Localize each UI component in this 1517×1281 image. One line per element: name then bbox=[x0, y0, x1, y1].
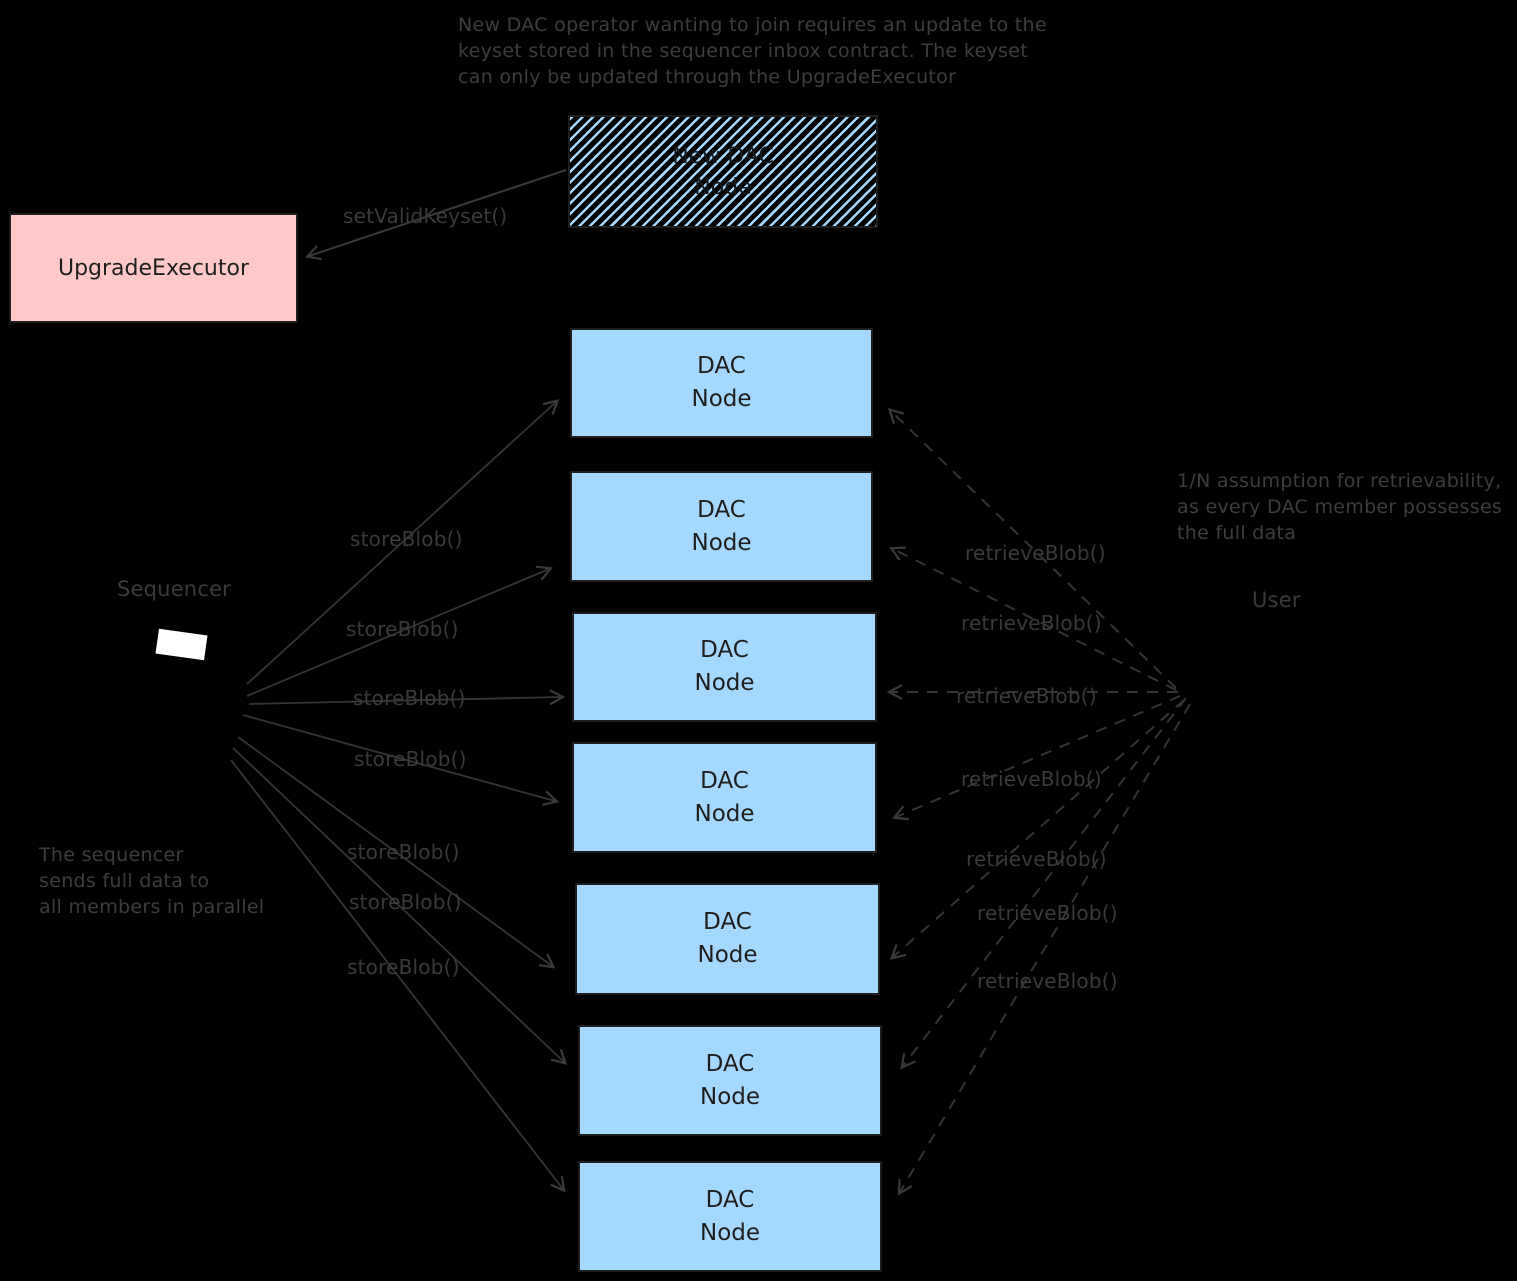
dac-node-4-label: DAC Node bbox=[694, 767, 755, 827]
retrieve-blob-label-7: retrieveBlob() bbox=[977, 969, 1118, 993]
user-label: User bbox=[1252, 588, 1301, 612]
dac-node-3-label: DAC Node bbox=[694, 637, 755, 696]
store-blob-label-5: storeBlob() bbox=[347, 840, 460, 864]
dac-node-6-label: DAC Node bbox=[699, 1050, 761, 1110]
right-note: 1/N assumption for retrievability, as ev… bbox=[1177, 470, 1503, 544]
store-blob-label-1: storeBlob() bbox=[350, 527, 463, 551]
retrieve-blob-label-6: retrieveBlob() bbox=[977, 901, 1118, 925]
retrieve-blob-label-1: retrieveBlob() bbox=[965, 541, 1106, 565]
dac-node-5-label: DAC Node bbox=[697, 909, 758, 968]
dac-node-6: DAC Node bbox=[578, 1025, 882, 1136]
store-blob-label-4: storeBlob() bbox=[354, 747, 467, 771]
store-blob-label-2: storeBlob() bbox=[346, 617, 459, 641]
top-note: New DAC operator wanting to join require… bbox=[458, 14, 1047, 88]
dac-node-3: DAC Node bbox=[572, 612, 877, 722]
new-dac-node-box: New DAC Node bbox=[568, 115, 878, 228]
retrieve-blob-label-2: retrieveBlob() bbox=[961, 611, 1102, 635]
dac-node-5: DAC Node bbox=[575, 883, 880, 995]
dac-node-2: DAC Node bbox=[570, 471, 873, 582]
retrieve-blob-label-3: retrieveBlob() bbox=[956, 684, 1097, 708]
set-valid-keyset-label: setValidKeyset() bbox=[343, 204, 508, 228]
store-blob-label-3: storeBlob() bbox=[353, 686, 466, 710]
dac-node-1-label: DAC Node bbox=[691, 353, 752, 412]
dac-node-1: DAC Node bbox=[570, 328, 873, 438]
sequencer-screen-icon bbox=[155, 628, 208, 661]
left-note: The sequencer sends full data to all mem… bbox=[39, 844, 265, 918]
dac-node-2-label: DAC Node bbox=[691, 496, 752, 556]
dac-node-4: DAC Node bbox=[572, 742, 877, 853]
sequencer-label: Sequencer bbox=[117, 577, 232, 601]
retrieve-arrow-4 bbox=[892, 695, 1181, 821]
store-blob-label-7: storeBlob() bbox=[347, 955, 460, 979]
retrieve-blob-label-5: retrieveBlob() bbox=[966, 847, 1107, 871]
retrieve-arrow-6 bbox=[900, 697, 1187, 1070]
dac-node-7: DAC Node bbox=[578, 1161, 882, 1272]
store-blob-label-6: storeBlob() bbox=[349, 890, 462, 914]
upgrade-executor-label: UpgradeExecutor bbox=[57, 255, 249, 281]
upgrade-executor-box: UpgradeExecutor bbox=[9, 213, 298, 323]
dac-node-7-label: DAC Node bbox=[699, 1186, 761, 1246]
new-dac-node-label: New DAC Node bbox=[672, 143, 774, 200]
retrieve-blob-label-4: retrieveBlob() bbox=[961, 767, 1102, 791]
